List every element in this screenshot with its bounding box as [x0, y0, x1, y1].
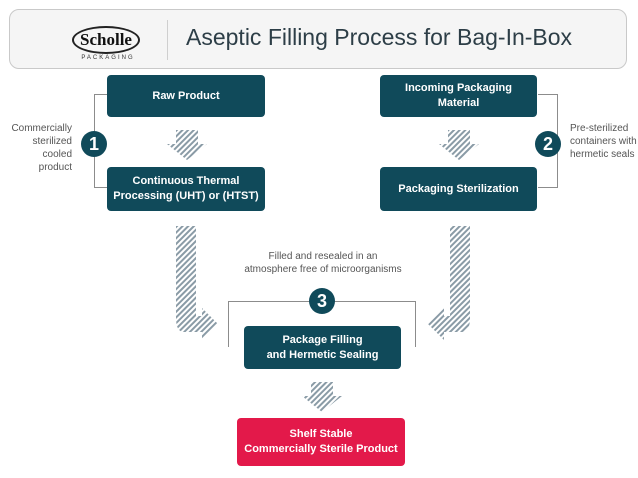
- raw-product-label: Raw Product: [152, 89, 220, 102]
- step-1-badge: 1: [81, 131, 107, 157]
- note-right-line-1: Pre-sterilized: [570, 123, 629, 134]
- incoming-line-1: Incoming Packaging: [405, 82, 512, 94]
- incoming-packaging-box: Incoming Packaging Material: [380, 75, 537, 117]
- note-middle: Filled and resealed in an atmosphere fre…: [228, 250, 418, 276]
- arrow-incoming-to-sterilization: [439, 130, 479, 160]
- note-left-line-2: sterilized cooled: [32, 136, 72, 160]
- header-divider: [167, 20, 168, 60]
- note-left: Commercially sterilized cooled product: [6, 122, 72, 174]
- step-2-badge: 2: [535, 131, 561, 157]
- shelf-stable-box: Shelf Stable Commercially Sterile Produc…: [237, 418, 405, 466]
- arrow-sterilization-to-filling: [428, 226, 470, 340]
- package-filling-box: Package Filling and Hermetic Sealing: [244, 326, 401, 369]
- thermal-line-2: Processing (UHT) or (HTST): [113, 190, 259, 202]
- raw-product-box: Raw Product: [107, 75, 265, 117]
- logo-name: Scholle: [80, 30, 132, 49]
- arrow-thermal-to-filling: [176, 226, 218, 340]
- note-middle-line-1: Filled and resealed in an: [268, 251, 378, 262]
- packaging-sterilization-box: Packaging Sterilization: [380, 167, 537, 211]
- note-left-line-3: product: [38, 162, 72, 173]
- step-3-badge: 3: [309, 288, 335, 314]
- thermal-line-1: Continuous Thermal: [132, 175, 240, 187]
- filling-line-2: and Hermetic Sealing: [266, 348, 379, 361]
- thermal-processing-box: Continuous Thermal Processing (UHT) or (…: [107, 167, 265, 211]
- filling-line-1: Package Filling: [282, 333, 363, 346]
- sterilization-label: Packaging Sterilization: [398, 182, 519, 195]
- final-line-1: Shelf Stable: [289, 428, 353, 440]
- note-right-line-3: hermetic seals: [570, 149, 635, 160]
- arrow-filling-to-final: [302, 382, 342, 412]
- logo-oval: [72, 26, 140, 54]
- logo-subtitle: PACKAGING: [81, 55, 135, 61]
- arrow-raw-to-thermal: [167, 130, 207, 160]
- scholle-logo: Scholle PACKAGING: [68, 18, 148, 62]
- note-left-line-1: Commercially: [11, 123, 72, 134]
- page-title: Aseptic Filling Process for Bag-In-Box: [186, 24, 573, 50]
- incoming-line-2: Material: [437, 97, 480, 109]
- header-banner: Scholle PACKAGING Aseptic Filling Proces…: [9, 9, 627, 69]
- final-line-2: Commercially Sterile Product: [244, 443, 398, 455]
- note-right: Pre-sterilized containers with hermetic …: [570, 122, 638, 161]
- note-right-line-2: containers with: [570, 136, 637, 147]
- note-middle-line-2: atmosphere free of microorganisms: [244, 264, 402, 275]
